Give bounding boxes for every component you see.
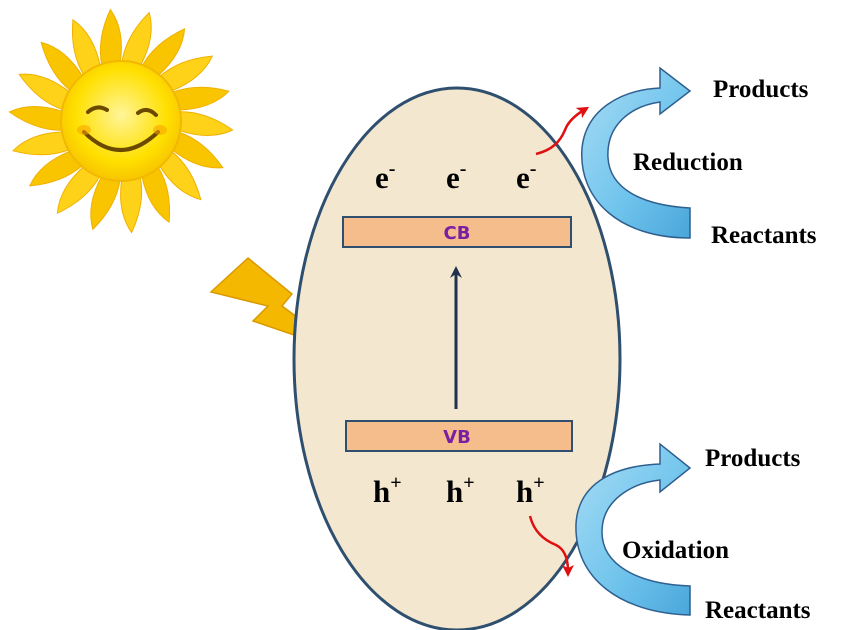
oxidation-reactants-label: Reactants bbox=[705, 597, 811, 624]
electron-transfer-arrow bbox=[535, 106, 590, 156]
reduction-process-label: Reduction bbox=[633, 149, 743, 176]
electron-3: e- bbox=[516, 158, 536, 195]
sun-ray bbox=[158, 150, 202, 201]
conduction-band: CB bbox=[342, 216, 572, 248]
sun-core bbox=[60, 60, 182, 182]
conduction-band-label: CB bbox=[444, 223, 471, 244]
sun-left-eye bbox=[86, 105, 109, 114]
sun-ray bbox=[56, 165, 102, 215]
oxidation-cycle-arrow bbox=[575, 442, 692, 616]
reduction-cycle-arrow bbox=[581, 66, 692, 239]
sun-ray bbox=[40, 41, 84, 92]
oxidation-products-label: Products bbox=[705, 445, 801, 472]
sun-left-cheek bbox=[77, 125, 91, 135]
sun-rays bbox=[8, 8, 234, 234]
hole-3: h+ bbox=[516, 472, 545, 509]
valence-band-label: VB bbox=[443, 427, 471, 448]
sun-ray bbox=[141, 165, 171, 224]
sun-ray bbox=[170, 86, 230, 111]
sun-ray bbox=[12, 131, 72, 156]
sun-ray bbox=[140, 27, 186, 77]
sun-ray bbox=[171, 131, 224, 169]
valence-band-bar bbox=[345, 420, 573, 452]
electron-1: e- bbox=[375, 158, 395, 195]
oxidation-process-label: Oxidation bbox=[622, 537, 729, 564]
hole-transfer-arrow bbox=[528, 515, 574, 577]
hole-1: h+ bbox=[373, 472, 402, 509]
sun-ray bbox=[71, 18, 101, 77]
sun-ray bbox=[8, 106, 65, 131]
sun-right-cheek bbox=[153, 125, 167, 135]
hole-2: h+ bbox=[446, 472, 475, 509]
sun-ray bbox=[18, 73, 71, 111]
sun-right-eye bbox=[136, 108, 158, 117]
sun-ray bbox=[120, 175, 143, 234]
sun-ray bbox=[99, 8, 122, 67]
sun-ray bbox=[177, 111, 234, 136]
sun-icon bbox=[8, 8, 234, 234]
sun-ray bbox=[158, 55, 214, 92]
sun-ray bbox=[121, 11, 152, 67]
sun-smile bbox=[82, 130, 160, 152]
reduction-products-label: Products bbox=[713, 76, 809, 103]
electrons: e- e- e- bbox=[375, 158, 536, 195]
sun-ray bbox=[28, 150, 84, 187]
electron-2: e- bbox=[446, 158, 466, 195]
valence-band: VB bbox=[345, 420, 573, 452]
reduction-reactants-label: Reactants bbox=[711, 222, 817, 249]
holes: h+ h+ h+ bbox=[373, 472, 545, 509]
sun-ray bbox=[90, 175, 121, 231]
conduction-band-bar bbox=[342, 216, 572, 248]
